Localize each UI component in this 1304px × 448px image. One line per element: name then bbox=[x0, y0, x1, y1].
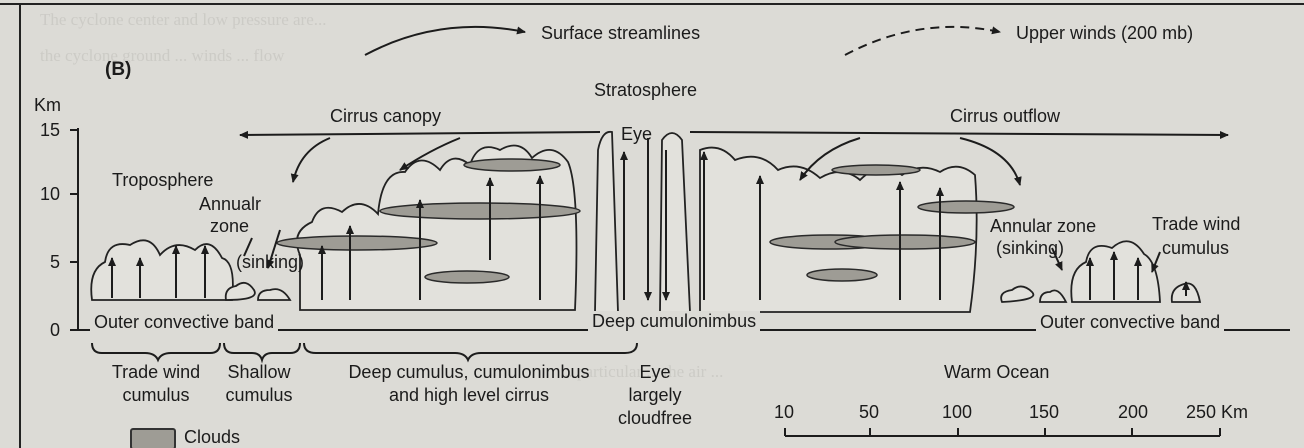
scale-tick-10: 10 bbox=[774, 402, 794, 422]
annular-sink-right-2 bbox=[1152, 252, 1160, 272]
region-warm-ocean: Warm Ocean bbox=[944, 362, 1049, 382]
region-eye-1: Eye bbox=[615, 362, 695, 382]
region-eye-3: cloudfree bbox=[605, 408, 705, 428]
label-annular-left-1: Annualr bbox=[199, 194, 261, 214]
label-trade-wind-right-2: cumulus bbox=[1162, 238, 1229, 258]
scale-tick-200: 200 bbox=[1118, 402, 1148, 422]
label-cirrus-canopy: Cirrus canopy bbox=[330, 106, 441, 126]
scale-tick-250: 250 Km bbox=[1186, 402, 1248, 422]
scale-tick-100: 100 bbox=[942, 402, 972, 422]
scale-tick-150: 150 bbox=[1029, 402, 1059, 422]
label-annular-right-2: (sinking) bbox=[996, 238, 1064, 258]
region-eye-2: largely bbox=[615, 385, 695, 405]
label-cirrus-outflow: Cirrus outflow bbox=[950, 106, 1060, 126]
axis-tick-10: 10 bbox=[40, 184, 60, 204]
axis-tick-15: 15 bbox=[40, 120, 60, 140]
label-troposphere: Troposphere bbox=[112, 170, 213, 190]
shallow-cumulus-cloud bbox=[226, 283, 290, 300]
region-trade-wind-2: cumulus bbox=[96, 385, 216, 405]
axis-tick-5: 5 bbox=[50, 252, 60, 272]
right-small-clouds bbox=[1001, 286, 1066, 302]
label-outer-band-right: Outer convective band bbox=[1036, 312, 1224, 332]
label-annular-left-2: zone bbox=[210, 216, 249, 236]
legend-surface-streamlines: Surface streamlines bbox=[541, 23, 700, 43]
region-shallow-1: Shallow bbox=[214, 362, 304, 382]
label-stratosphere: Stratosphere bbox=[594, 80, 697, 100]
label-annular-right-1: Annular zone bbox=[990, 216, 1096, 236]
region-trade-wind-1: Trade wind bbox=[96, 362, 216, 382]
clouds-legend-swatch bbox=[130, 428, 176, 448]
axis-unit: Km bbox=[34, 95, 61, 115]
region-deep-1: Deep cumulus, cumulonimbus bbox=[324, 362, 614, 382]
outflow-arrow-right bbox=[690, 132, 1228, 135]
scale-tick-50: 50 bbox=[859, 402, 879, 422]
axis-tick-0: 0 bbox=[50, 320, 60, 340]
label-eye: Eye bbox=[621, 124, 652, 144]
scale-bar bbox=[785, 428, 1220, 436]
label-annular-left-3: (sinking) bbox=[236, 252, 304, 272]
region-shallow-2: cumulus bbox=[214, 385, 304, 405]
region-brackets bbox=[92, 343, 637, 360]
region-deep-2: and high level cirrus bbox=[324, 385, 614, 405]
legend-upper-winds: Upper winds (200 mb) bbox=[1016, 23, 1193, 43]
legend-clouds: Clouds bbox=[184, 427, 240, 447]
outflow-arrow-left bbox=[240, 132, 600, 135]
eye-wall-left bbox=[595, 132, 618, 312]
label-trade-wind-right-1: Trade wind bbox=[1152, 214, 1240, 234]
label-deep-cumulonimbus: Deep cumulonimbus bbox=[588, 311, 760, 331]
label-outer-band-left: Outer convective band bbox=[90, 312, 278, 332]
canopy-curl-2 bbox=[293, 138, 330, 182]
panel-label: (B) bbox=[105, 60, 131, 80]
eye-wall-right bbox=[660, 133, 690, 312]
